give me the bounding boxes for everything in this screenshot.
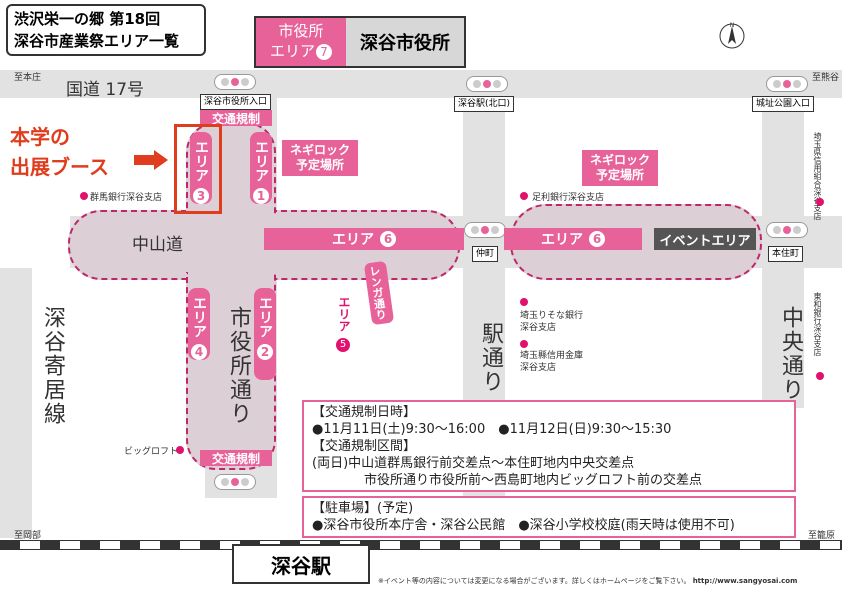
info-box: 【交通規制日時】 ●11月11日(土)9:30〜16:00 ●11月12日(日)… (302, 400, 796, 492)
area-1[interactable]: エリア 1 (250, 132, 272, 204)
event-area[interactable]: イベントエリア (654, 228, 756, 250)
sign-joshi-koen: 城址公園入口 (752, 96, 815, 112)
area-3[interactable]: エリア 3 (190, 132, 212, 204)
info-t2-body2: 市役所通り市役所前〜西島町地内ビッグロフト前の交差点 (364, 473, 703, 488)
traffic-restriction-bottom: 交通規制 (200, 450, 272, 466)
dir-honjo: 至本庄 (14, 73, 42, 83)
pin-icon (520, 298, 528, 306)
area-6-east[interactable]: エリア 6 (504, 228, 642, 250)
sign-nakamachi: 仲町 (472, 246, 499, 262)
badge-pink-line2: エリア (269, 42, 315, 60)
negirock-2: ネギロック 予定場所 (582, 150, 659, 186)
traffic-restriction-top: 交通規制 (200, 110, 272, 126)
info-t2-body1: (両日)中山道群馬銀行前交差点〜本住町地内中央交差点 (312, 456, 635, 471)
area-1-label: エリア (253, 140, 269, 182)
saitama-kumiai: 埼玉県信用組合深谷支店 (813, 132, 822, 220)
arrow-right-icon (134, 150, 168, 174)
route17-road (0, 70, 842, 98)
badge-pink-line1: 市役所 (278, 22, 324, 40)
big-loft: ビッグロフト (124, 447, 179, 457)
highlight-line1: 本学の (10, 125, 70, 149)
negirock-1: ネギロック 予定場所 (282, 140, 359, 176)
traffic-light-icon (464, 222, 506, 238)
badge-number: 7 (316, 43, 332, 60)
sign-shiyakusho-iriguchi: 深谷市役所入口 (200, 94, 272, 110)
pin-icon (816, 198, 824, 206)
route17-label: 国道 17号 (66, 80, 145, 100)
area-4-num: 4 (191, 344, 207, 360)
pin-icon (80, 192, 88, 200)
footnote-text: ※イベント等の内容については変更になる場合がございます。詳しくはホームページをご… (378, 577, 691, 585)
area-2-num: 2 (257, 344, 273, 360)
dir-kumagaya: 至熊谷 (812, 73, 840, 83)
area-5-num: 5 (336, 338, 350, 352)
negirock-2-line1: ネギロック (590, 153, 651, 167)
ashikaga-bank: 足利銀行深谷支店 (532, 193, 605, 203)
badge-gray: 深谷市役所 (346, 18, 464, 66)
renga-street-label: レンガ通り (367, 264, 388, 321)
pin-icon (520, 192, 528, 200)
yorii-label: 深谷寄居線 (40, 306, 65, 426)
sign-honjumachi: 本住町 (768, 246, 804, 262)
info-t1: 【交通規制日時】 (312, 405, 417, 420)
eki-label: 駅通り (478, 322, 503, 394)
parking-box: 【駐車場】(予定) ●深谷市役所本庁舎・深谷公民館 ●深谷小学校校庭(雨天時は使… (302, 496, 796, 538)
area-2[interactable]: エリア 2 (254, 288, 276, 380)
station-box: 深谷駅 (232, 544, 370, 584)
area-6-east-num: 6 (589, 231, 605, 247)
title-line2: 深谷市産業祭エリア一覧 (14, 32, 180, 50)
area-5[interactable]: エリア 5 (336, 296, 352, 352)
traffic-light-icon (466, 76, 508, 92)
info-t1-body: ●11月11日(土)9:30〜16:00 ●11月12日(日)9:30〜15:3… (312, 422, 672, 437)
north-arrow-icon: N (718, 20, 746, 50)
pin-icon (520, 340, 528, 348)
area-6-west[interactable]: エリア 6 (264, 228, 464, 250)
chuo-label: 中央通り (778, 306, 803, 402)
yorii-road (0, 268, 32, 538)
title-line1: 渋沢栄一の郷 第18回 (14, 10, 161, 28)
area-4[interactable]: エリア 4 (188, 288, 210, 360)
svg-text:N: N (730, 22, 735, 29)
negirock-2-line2: 予定場所 (596, 168, 645, 182)
higashi-bank: 東和銀行深谷支店 (813, 292, 822, 356)
traffic-light-icon (214, 474, 256, 490)
footnote-url[interactable]: http://www.sangyosai.com (692, 577, 798, 585)
area-6-west-label: エリア (332, 232, 374, 248)
traffic-light-icon (214, 74, 256, 90)
dir-okabe: 至岡部 (14, 531, 42, 541)
traffic-light-icon (766, 76, 808, 92)
highlight-box (174, 124, 222, 214)
area-6-west-num: 6 (380, 231, 396, 247)
highlight-line2: 出展ブース (10, 155, 109, 179)
saitama-shinkin: 埼玉縣信用金庫 深谷支店 (520, 351, 584, 373)
nakasendo-label: 中山道 (132, 235, 183, 255)
sign-fukaya-eki-kitaguchi: 深谷駅(北口) (454, 96, 515, 112)
area-2-label: エリア (257, 296, 273, 338)
saitama-resona: 埼玉りそな銀行 深谷支店 (520, 311, 584, 333)
footnote: ※イベント等の内容については変更になる場合がございます。詳しくはホームページをご… (378, 576, 797, 586)
shiyakusho-label: 市役所通り (226, 306, 251, 426)
parking-title: 【駐車場】(予定) (312, 501, 414, 516)
pin-icon (176, 446, 184, 454)
info-t2: 【交通規制区間】 (312, 439, 417, 454)
area-3-num: 3 (193, 188, 209, 204)
rail (0, 540, 842, 550)
area-5-label: エリア (337, 296, 351, 332)
area-6-east-label: エリア (541, 232, 583, 248)
parking-body: ●深谷市役所本庁舎・深谷公民館 ●深谷小学校校庭(雨天時は使用不可) (312, 518, 735, 533)
area-3-label: エリア (193, 140, 209, 182)
traffic-light-icon (766, 222, 808, 238)
negirock-1-line2: 予定場所 (296, 158, 345, 172)
negirock-1-line1: ネギロック (290, 143, 351, 157)
area-4-label: エリア (191, 296, 207, 338)
gunma-bank: 群馬銀行深谷支店 (90, 193, 163, 203)
dir-futabaso: 至籠原 (808, 531, 836, 541)
pin-icon (816, 372, 824, 380)
title-box: 渋沢栄一の郷 第18回 深谷市産業祭エリア一覧 (6, 4, 206, 56)
area-1-num: 1 (253, 188, 269, 204)
highlight-label: 本学の 出展ブース (10, 122, 109, 182)
